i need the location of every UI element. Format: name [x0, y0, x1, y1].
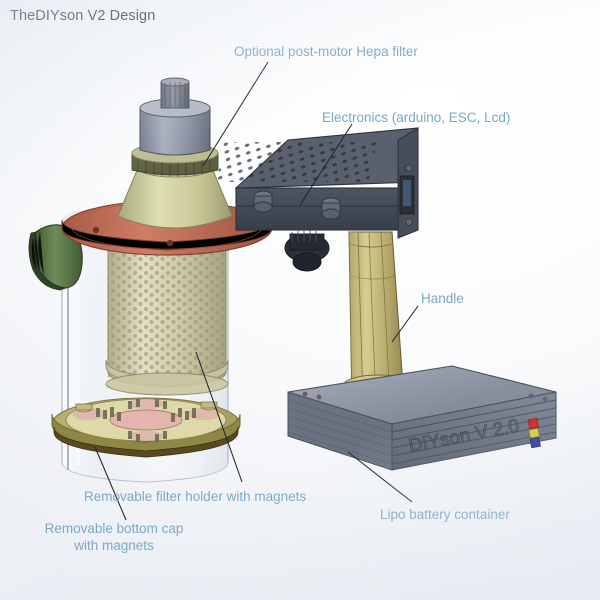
leader-battery [347, 451, 413, 503]
annotation-bottom-cap-line2: with magnets [74, 537, 154, 553]
swivel-joint-part [284, 230, 330, 272]
annotation-battery-container: Lipo battery container [380, 507, 510, 522]
leader-bottom-cap [94, 446, 127, 521]
cap-magnet-post [75, 403, 93, 413]
hepa-filter-part [139, 77, 211, 156]
annotation-electronics: Electronics (arduino, ESC, Lcd) [322, 110, 511, 125]
motor-housing-part [117, 142, 233, 229]
annotation-bottom-cap: Removable bottom cap with magnets [14, 521, 214, 555]
annotation-filter-holder: Removable filter holder with magnets [84, 489, 307, 504]
leader-hepa [202, 61, 269, 167]
page-title: TheDIYson V2 Design [10, 8, 156, 24]
leader-electronics [299, 123, 353, 206]
battery-container-part: DIYson V 2.0 [287, 365, 557, 471]
battery-indicators [527, 417, 541, 449]
annotation-handle: Handle [421, 291, 464, 306]
annotation-hepa-filter: Optional post-motor Hepa filter [234, 44, 418, 59]
mesh-filter-part [105, 228, 229, 396]
leader-lines [94, 61, 419, 521]
annotation-bottom-cap-line1: Removable bottom cap [44, 521, 184, 536]
intake-nozzle-part [28, 224, 83, 470]
box-fastener [321, 197, 341, 220]
cap-magnet-post [200, 401, 218, 411]
leader-filter-holder [195, 351, 243, 483]
electronics-box-part [216, 127, 419, 239]
bottom-cap-part [51, 397, 241, 458]
leader-handle [391, 305, 419, 343]
box-fastener [253, 190, 273, 213]
